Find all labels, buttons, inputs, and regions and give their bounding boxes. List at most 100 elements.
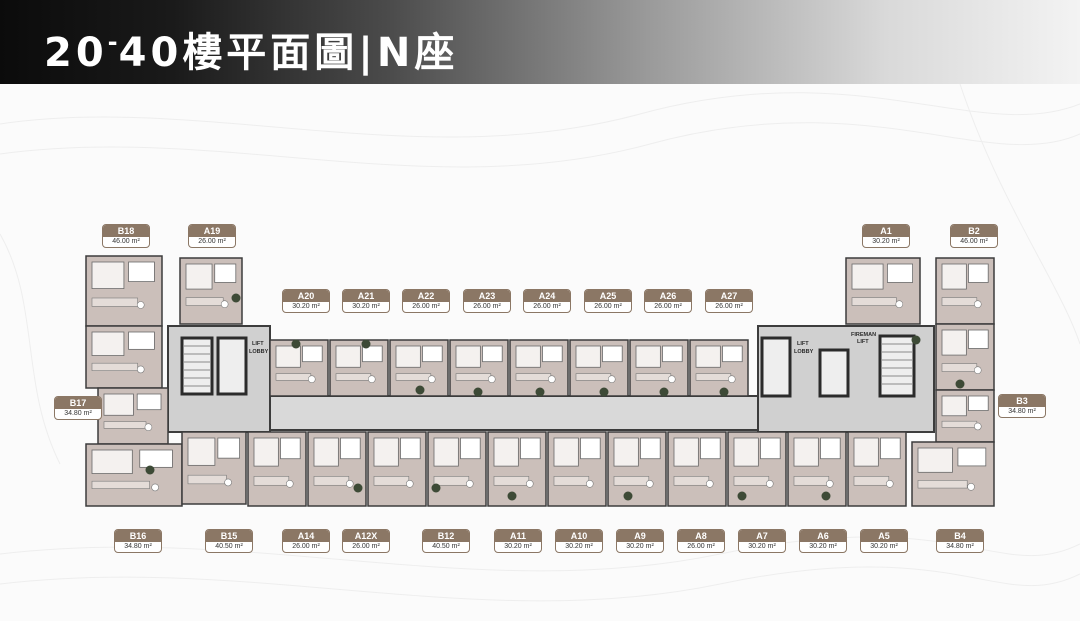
unit-bedroom bbox=[635, 345, 661, 368]
unit-table bbox=[645, 479, 654, 488]
unit-name: A9 bbox=[617, 530, 663, 542]
unit-name: A6 bbox=[800, 530, 846, 542]
unit-area: 26.00 m² bbox=[412, 303, 440, 310]
right-lift-b bbox=[818, 348, 850, 398]
unit-area: 26.00 m² bbox=[473, 303, 501, 310]
unit-bath bbox=[968, 395, 989, 411]
unit-name: A22 bbox=[403, 290, 449, 302]
unit-table bbox=[405, 479, 414, 488]
unit-name: A14 bbox=[283, 530, 329, 542]
unit-bedroom bbox=[575, 345, 601, 368]
unit-details bbox=[91, 261, 989, 492]
unit-table bbox=[144, 423, 153, 432]
left-lift bbox=[216, 336, 248, 396]
title-bar: 20-40樓平面圖|N座 bbox=[0, 0, 1080, 84]
unit-area: 34.80 m² bbox=[1008, 408, 1036, 415]
unit-area: 26.00 m² bbox=[654, 303, 682, 310]
unit-table bbox=[224, 478, 232, 487]
unit-bedroom bbox=[433, 437, 459, 467]
plant-mark bbox=[821, 491, 831, 501]
unit-bedroom bbox=[91, 331, 125, 356]
unit-area: 26.00 m² bbox=[594, 303, 622, 310]
unit-bath bbox=[520, 437, 541, 460]
unit-bedroom bbox=[185, 263, 213, 290]
unit-area: 26.00 m² bbox=[352, 543, 380, 550]
unit-bedroom bbox=[941, 263, 967, 290]
unit-bedroom bbox=[941, 395, 967, 417]
unit-bedroom bbox=[853, 437, 879, 467]
unit-bath bbox=[217, 437, 240, 459]
unit-table bbox=[895, 300, 904, 309]
unit-name: A25 bbox=[585, 290, 631, 302]
unit-area: 46.00 m² bbox=[960, 238, 988, 245]
unit-bath bbox=[214, 263, 237, 283]
plant-mark bbox=[719, 387, 729, 397]
plant-mark bbox=[911, 335, 921, 345]
plant-mark bbox=[361, 339, 371, 349]
unit-table bbox=[967, 482, 975, 491]
plant-mark bbox=[737, 491, 747, 501]
plant-mark bbox=[535, 387, 545, 397]
unit-name: A11 bbox=[495, 530, 541, 542]
unit-kitchen bbox=[91, 480, 150, 489]
unit-table bbox=[151, 483, 159, 492]
unit-name: B16 bbox=[115, 530, 161, 542]
unit-table bbox=[607, 375, 616, 384]
unit-table bbox=[465, 479, 474, 488]
unit-table bbox=[487, 375, 496, 384]
unit-bath bbox=[400, 437, 421, 460]
unit-name: B17 bbox=[55, 397, 101, 409]
building-base bbox=[167, 325, 935, 433]
unit-area: 26.00 m² bbox=[198, 238, 226, 245]
unit-table bbox=[547, 375, 556, 384]
unit-area: 30.20 m² bbox=[565, 543, 593, 550]
unit-bath bbox=[128, 331, 155, 350]
unit-bedroom bbox=[733, 437, 759, 467]
right-lobby-line2: LOBBY bbox=[794, 349, 814, 355]
unit-name: A5 bbox=[861, 530, 907, 542]
unit-bath bbox=[542, 345, 563, 363]
unit-area: 30.20 m² bbox=[504, 543, 532, 550]
unit-bedroom bbox=[187, 437, 216, 466]
unit-area: 30.20 m² bbox=[352, 303, 380, 310]
plant-mark bbox=[231, 293, 241, 303]
unit-name: A10 bbox=[556, 530, 602, 542]
unit-bath bbox=[139, 449, 173, 468]
right-lift-a bbox=[760, 336, 792, 398]
left-lobby-line2: LOBBY bbox=[249, 349, 269, 355]
unit-kitchen bbox=[91, 362, 138, 371]
unit-kitchen bbox=[917, 480, 968, 489]
unit-table bbox=[825, 479, 834, 488]
unit-bedroom bbox=[493, 437, 519, 467]
unit-bedroom bbox=[851, 263, 884, 290]
unit-bath bbox=[422, 345, 443, 363]
unit-area: 30.20 m² bbox=[748, 543, 776, 550]
unit-table bbox=[705, 479, 714, 488]
unit-bath bbox=[280, 437, 301, 460]
unit-bath bbox=[580, 437, 601, 460]
unit-bedroom bbox=[91, 449, 133, 474]
unit-name: A23 bbox=[464, 290, 510, 302]
unit-table bbox=[345, 479, 354, 488]
unit-name: A24 bbox=[524, 290, 570, 302]
plant-mark bbox=[145, 465, 155, 475]
plant-mark bbox=[415, 385, 425, 395]
unit-area: 30.20 m² bbox=[626, 543, 654, 550]
page-title: 20-40樓平面圖|N座 bbox=[44, 14, 458, 76]
unit-area: 34.80 m² bbox=[946, 543, 974, 550]
balcony-plants bbox=[145, 293, 965, 501]
unit-name: B15 bbox=[206, 530, 252, 542]
unit-kitchen bbox=[851, 297, 897, 306]
unit-area: 46.00 m² bbox=[112, 238, 140, 245]
unit-bath bbox=[662, 345, 683, 363]
